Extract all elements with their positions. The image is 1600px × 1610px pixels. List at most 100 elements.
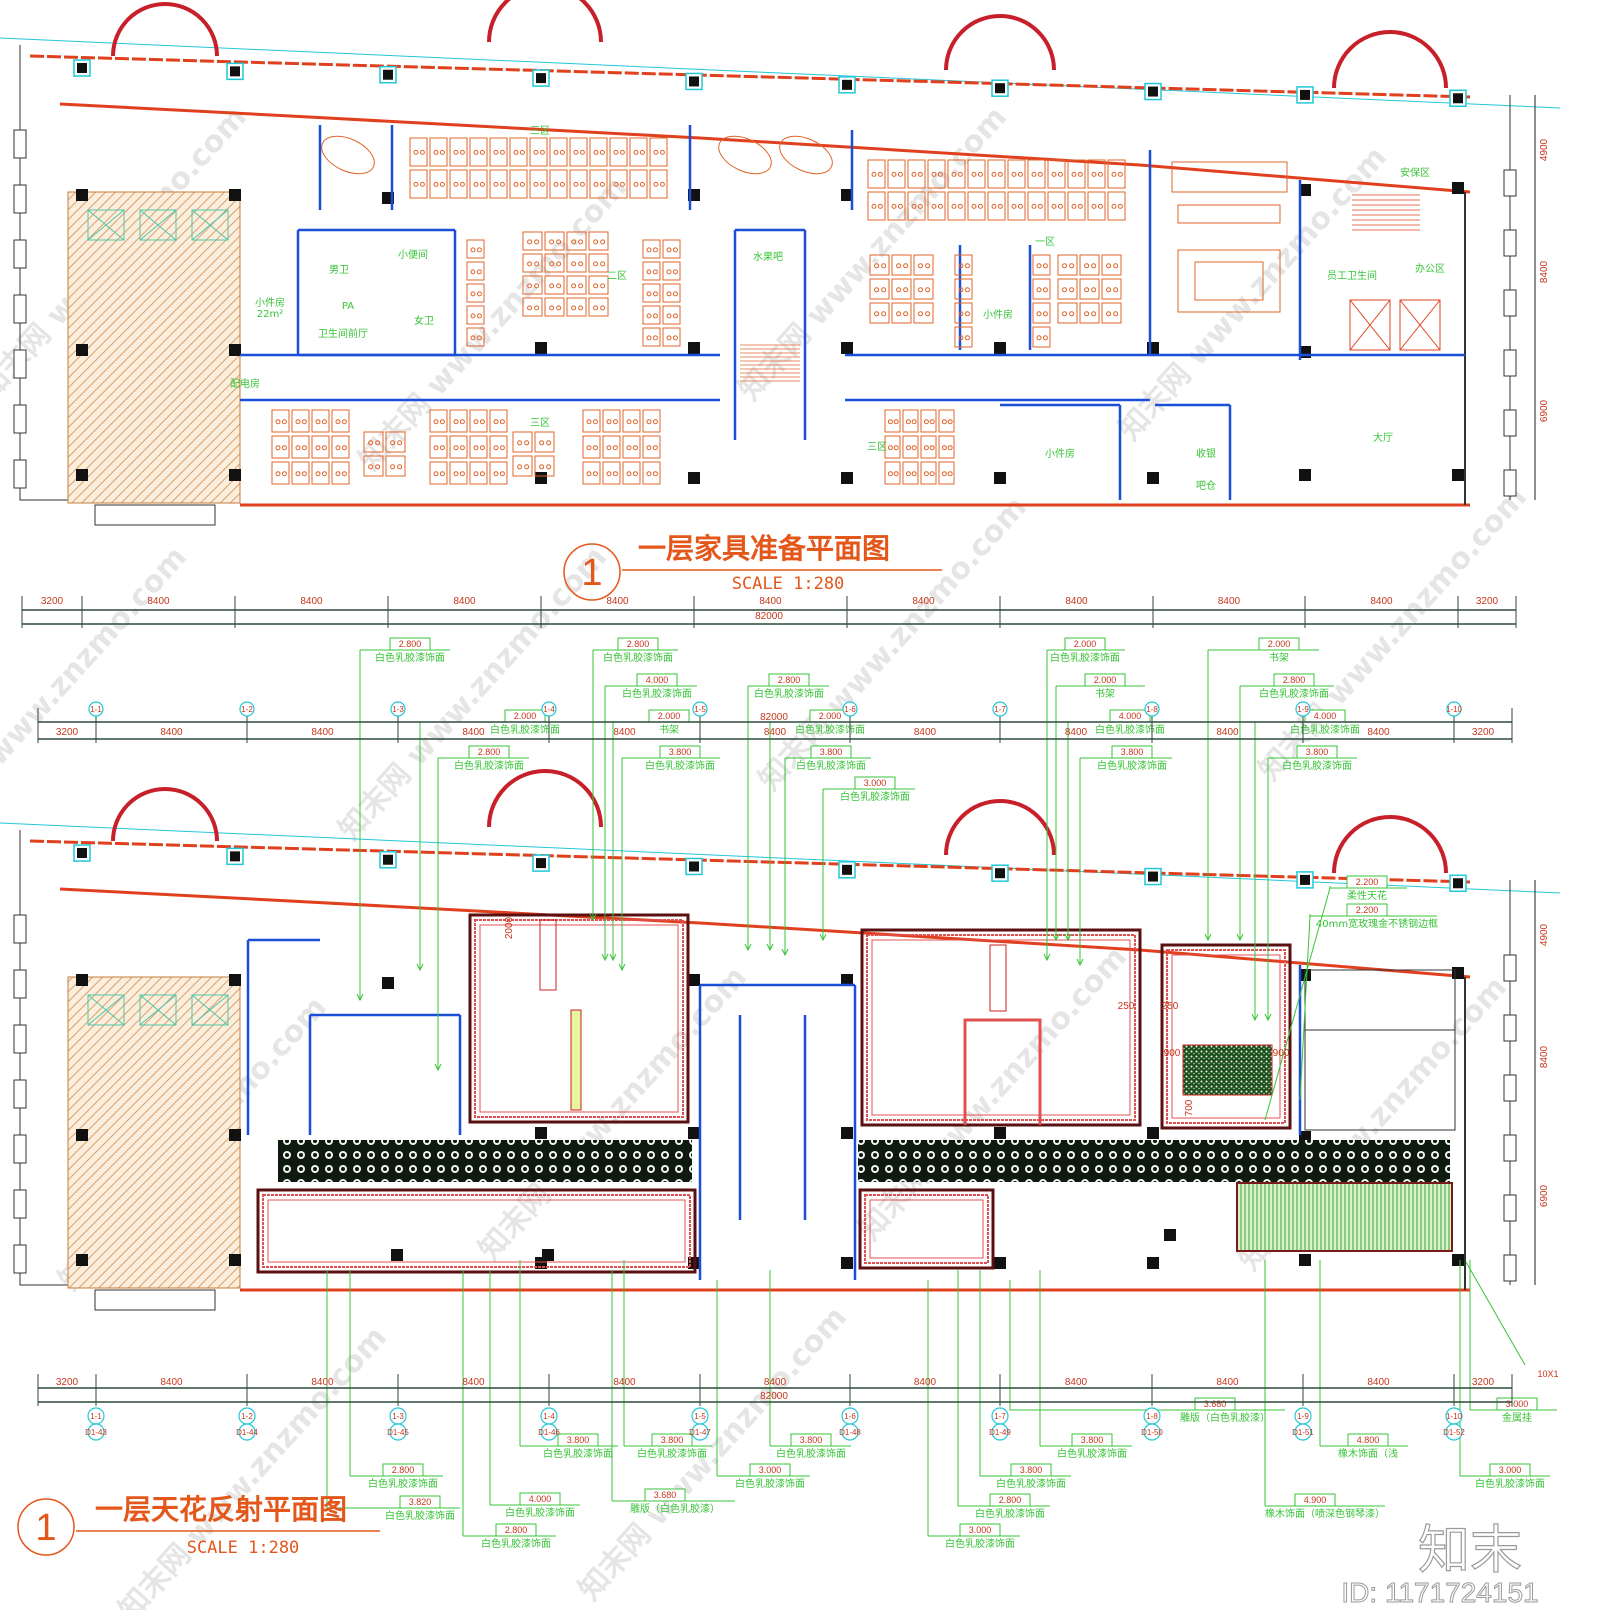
- dimension-total-label: 82000: [760, 1391, 788, 1402]
- desk: [954, 302, 973, 324]
- desk: [947, 191, 966, 221]
- desk-seat: [459, 181, 465, 187]
- desk: [907, 159, 926, 189]
- desk-seat: [600, 239, 606, 245]
- desk: [469, 169, 488, 199]
- drawing-title: 一层天花反射平面图: [95, 1493, 347, 1526]
- dimension-label: 3200: [1472, 727, 1495, 738]
- desk: [884, 461, 901, 485]
- desk-seat: [881, 311, 887, 317]
- elevator: [1349, 299, 1391, 351]
- material-label: 白色乳胶漆饰面: [490, 723, 560, 736]
- desk-seat: [593, 181, 599, 187]
- entry-step: [94, 1289, 216, 1311]
- desk-seat: [1069, 263, 1075, 269]
- ceiling-frame-inner: [479, 924, 679, 1113]
- desk-seat: [929, 445, 935, 451]
- desk-seat: [473, 181, 479, 187]
- desk-seat: [479, 419, 485, 425]
- desk-seat: [1084, 263, 1090, 269]
- desk-seat: [957, 171, 963, 177]
- desk-seat: [911, 471, 917, 477]
- axis-label: 1-5: [694, 1412, 706, 1421]
- elevation-value: 3.800: [1020, 1465, 1043, 1475]
- desk: [869, 302, 890, 324]
- material-label: 白色乳胶漆饰面: [945, 1537, 1015, 1550]
- desk-seat: [593, 261, 599, 267]
- wall-pier: [13, 1079, 27, 1109]
- desk: [642, 283, 661, 303]
- desk: [582, 461, 601, 485]
- desk: [466, 239, 485, 259]
- structural-column: [688, 974, 700, 986]
- inner-dimension-label: 2000: [504, 916, 515, 939]
- detail-bubble: [1143, 1423, 1161, 1441]
- light-slot: [570, 1009, 582, 1111]
- desk: [884, 435, 901, 459]
- detail-label: D1-51: [1292, 1428, 1314, 1437]
- desk-seat: [1077, 203, 1083, 209]
- desk-seat: [476, 247, 482, 253]
- desk-seat: [321, 445, 327, 451]
- desk-seat: [947, 419, 953, 425]
- desk-seat: [579, 181, 585, 187]
- desk-seat: [390, 464, 396, 470]
- desk-seat: [1062, 311, 1068, 317]
- structural-column: [76, 469, 88, 481]
- desk-seat: [925, 287, 931, 293]
- skylight: [139, 209, 177, 241]
- desk-seat: [459, 419, 465, 425]
- desk: [588, 231, 609, 251]
- material-label: 白色乳胶漆饰面: [1282, 759, 1352, 772]
- ceiling-frame-inner: [262, 1194, 691, 1268]
- outer-wall: [19, 830, 68, 1286]
- structural-column: [688, 342, 700, 354]
- desk-seat: [539, 181, 545, 187]
- material-label: 书架: [1269, 652, 1289, 664]
- detail-label: D1-44: [236, 1428, 258, 1437]
- desk-seat: [941, 471, 947, 477]
- desk-seat: [368, 464, 374, 470]
- desk: [927, 159, 946, 189]
- desk-seat: [653, 181, 659, 187]
- desk-seat: [937, 171, 943, 177]
- structural-column: [229, 344, 241, 356]
- elevator-cross: [1349, 299, 1391, 351]
- desk-seat: [459, 149, 465, 155]
- desk-seat: [433, 471, 439, 477]
- material-label: 白色乳胶漆饰面: [505, 1506, 575, 1519]
- material-label: 白色乳胶漆饰面: [543, 1447, 613, 1460]
- leader-arrow-icon: [609, 953, 617, 962]
- desk-seat: [991, 203, 997, 209]
- skylight-cross: [139, 994, 177, 1026]
- desk: [907, 191, 926, 221]
- material-label: 白色乳胶漆饰面: [1259, 687, 1329, 700]
- desk: [549, 137, 568, 167]
- axis-bubble: [992, 701, 1008, 717]
- skylight-cross: [139, 209, 177, 241]
- desk: [544, 297, 565, 317]
- desk: [509, 137, 528, 167]
- desk-seat: [1077, 171, 1083, 177]
- room-label: 配电房: [230, 377, 260, 390]
- leader-arrow-icon: [434, 1063, 442, 1072]
- desk: [509, 169, 528, 199]
- desk-seat: [1117, 171, 1123, 177]
- desk: [489, 435, 508, 459]
- elevation-value: 4.000: [646, 675, 669, 685]
- structural-column: [535, 342, 547, 354]
- structural-column: [76, 1129, 88, 1141]
- desk-seat: [881, 263, 887, 269]
- desk: [642, 461, 661, 485]
- desk-seat: [1036, 263, 1042, 269]
- desk: [920, 435, 937, 459]
- desk-seat: [1042, 311, 1048, 317]
- desk-seat: [632, 445, 638, 451]
- detail-bubble: [841, 1423, 859, 1441]
- desk-seat: [556, 305, 562, 311]
- desk: [642, 239, 661, 259]
- desk-seat: [493, 445, 499, 451]
- desk: [466, 283, 485, 303]
- desk-seat: [1017, 203, 1023, 209]
- dimension-label: 8400: [160, 727, 183, 738]
